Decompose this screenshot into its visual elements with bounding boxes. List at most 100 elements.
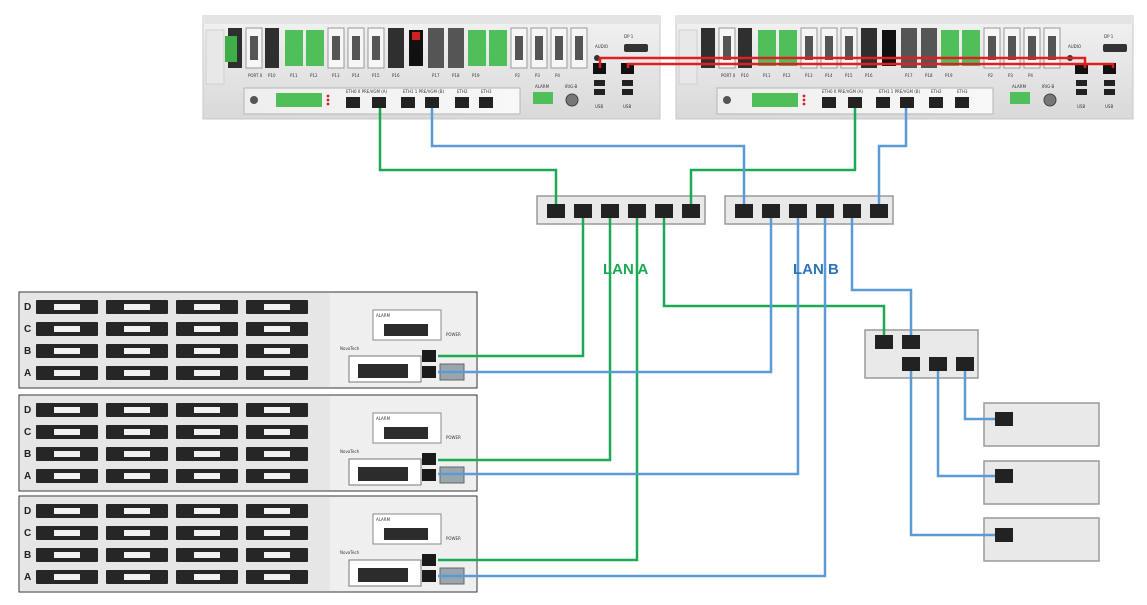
brand-label: NovaTech — [340, 346, 360, 351]
eth1-port-b[interactable] — [900, 97, 914, 108]
controller-2-port-labels: PORT 0 P10 P11 P12 P13 P14 P15 P16 P17 P… — [721, 73, 1033, 78]
switch-b — [724, 195, 894, 225]
switch-a-port[interactable] — [628, 204, 646, 218]
terminal-label — [54, 451, 80, 457]
display-port[interactable] — [1103, 44, 1127, 52]
dp-label: DP 1 — [624, 34, 634, 39]
switch-b-port[interactable] — [843, 204, 861, 218]
terminal-label — [124, 326, 150, 332]
terminal-label — [54, 530, 80, 536]
eth3-port[interactable] — [479, 97, 493, 108]
eth1-port-b[interactable] — [425, 97, 439, 108]
terminal-label — [264, 552, 290, 558]
power-label: POWER — [446, 536, 461, 541]
terminal-label — [124, 473, 150, 479]
lan-b-port[interactable] — [422, 469, 436, 481]
row-label: C — [24, 528, 31, 539]
switch-b-port[interactable] — [735, 204, 753, 218]
terminal-label — [194, 508, 220, 514]
terminal-label — [54, 326, 80, 332]
switch-c-port[interactable] — [875, 335, 893, 349]
controller-1-port-labels: PORT 0 P10 P11 P12 P13 P14 P15 P16 P17 P… — [248, 73, 560, 78]
eth0-label: ETH0 0 PRE/VGM (A) — [822, 89, 864, 94]
eth1-port[interactable] — [401, 97, 415, 108]
audio-jack[interactable] — [594, 55, 600, 61]
eth0-port-b[interactable] — [372, 97, 386, 108]
terminal-label — [124, 508, 150, 514]
switch-c-port[interactable] — [902, 335, 920, 349]
port-label: P10 — [268, 73, 276, 78]
switch-a-port[interactable] — [547, 204, 565, 218]
port-label: P12 — [783, 73, 791, 78]
port-label: P15 — [372, 73, 380, 78]
irig-connector[interactable] — [565, 93, 579, 107]
terminal-label — [264, 326, 290, 332]
switch-b-port[interactable] — [870, 204, 888, 218]
terminal-label — [194, 530, 220, 536]
terminal-label — [124, 451, 150, 457]
eth0-port-b[interactable] — [848, 97, 862, 108]
terminal-label — [124, 530, 150, 536]
terminal-label — [264, 407, 290, 413]
eth2-port[interactable] — [929, 97, 943, 108]
usb-port[interactable] — [1076, 80, 1087, 86]
switch-a-port[interactable] — [574, 204, 592, 218]
switch-b-port[interactable] — [789, 204, 807, 218]
lan-a-port[interactable] — [422, 554, 436, 566]
usb-port[interactable] — [1104, 89, 1115, 95]
switch-a-port[interactable] — [682, 204, 700, 218]
terminal-label — [194, 451, 220, 457]
eth0-port[interactable] — [822, 97, 836, 108]
end-device-2 — [983, 460, 1100, 505]
port-label: P14 — [352, 73, 360, 78]
switch-c-port[interactable] — [956, 357, 974, 371]
eth2-port[interactable] — [455, 97, 469, 108]
switch-c-port[interactable] — [929, 357, 947, 371]
switch-a-port[interactable] — [655, 204, 673, 218]
usb-label: USB — [1077, 104, 1085, 109]
lan-a-port[interactable] — [422, 453, 436, 465]
usb-label: USB — [1105, 104, 1113, 109]
lan-b-port[interactable] — [422, 570, 436, 582]
usb-port[interactable] — [622, 80, 633, 86]
lan-a-port[interactable] — [422, 350, 436, 362]
terminal-label — [124, 429, 150, 435]
end-device-port[interactable] — [995, 412, 1013, 426]
display-port[interactable] — [624, 44, 648, 52]
usb-port[interactable] — [1104, 80, 1115, 86]
terminal-label — [124, 370, 150, 376]
port-label: P4 — [555, 73, 560, 78]
row-label: B — [24, 346, 31, 357]
alarm-label: ALARM — [376, 313, 391, 318]
lan-b-port[interactable] — [422, 366, 436, 378]
alarm-label: ALARM — [376, 416, 391, 421]
eth0-port[interactable] — [346, 97, 360, 108]
end-device-port[interactable] — [995, 469, 1013, 483]
usb-port[interactable] — [1076, 89, 1087, 95]
eth3-port[interactable] — [955, 97, 969, 108]
end-device-port[interactable] — [995, 528, 1013, 542]
rj45-port[interactable] — [593, 63, 606, 74]
switch-c-port[interactable] — [902, 357, 920, 371]
usb-port[interactable] — [594, 80, 605, 86]
usb-port[interactable] — [594, 89, 605, 95]
irig-label: IRIG-B — [565, 84, 578, 89]
switch-b-port[interactable] — [816, 204, 834, 218]
port-label: P13 — [805, 73, 813, 78]
port-label: P13 — [332, 73, 340, 78]
io-units: DDCCBBAAALARMPOWERNovaTechDDCCBBAAALARMP… — [18, 291, 478, 593]
port-label: P12 — [310, 73, 318, 78]
usb-label: USB — [623, 104, 631, 109]
eth2-label: ETH2 — [931, 89, 942, 94]
rj45-port[interactable] — [1075, 63, 1088, 74]
switch-b-port[interactable] — [762, 204, 780, 218]
terminal-label — [124, 304, 150, 310]
eth1-port[interactable] — [876, 97, 890, 108]
rj45-port[interactable] — [621, 63, 634, 74]
irig-connector[interactable] — [1043, 93, 1057, 107]
switch-a-port[interactable] — [601, 204, 619, 218]
port-label: P18 — [452, 73, 460, 78]
rj45-port[interactable] — [1103, 63, 1116, 74]
usb-port[interactable] — [622, 89, 633, 95]
